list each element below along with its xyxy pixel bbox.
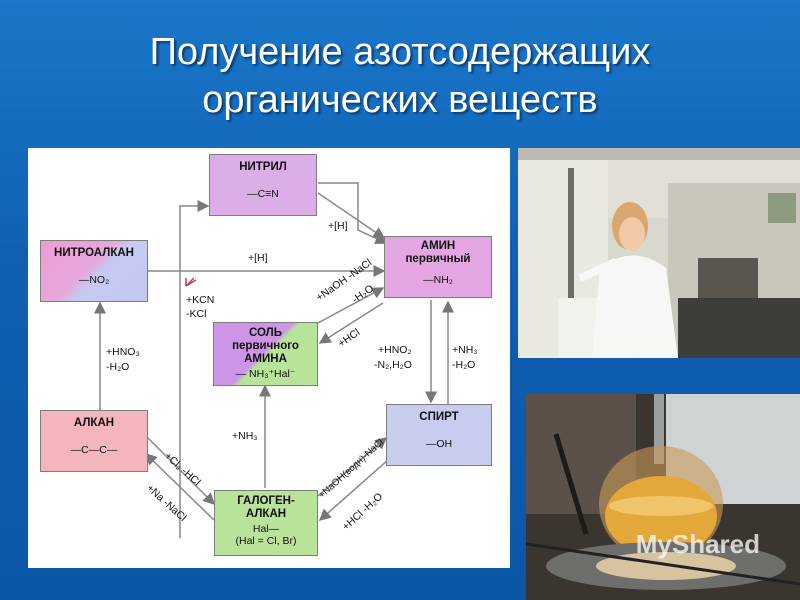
label-nh3-salt: +NH₃ [232, 430, 258, 442]
arrow-halo-to-alkane [144, 452, 215, 521]
amine-title: АМИН [420, 240, 456, 252]
salt-title-1: СОЛЬ [248, 327, 282, 339]
label-h-nitrile: +[H] [328, 220, 348, 232]
nitrile-box: НИТРИЛ —C≡N [209, 154, 317, 216]
amine-subtitle: первичный [405, 253, 471, 265]
hollow-arrow-icon [185, 277, 197, 287]
nitrile-formula: —C≡N [247, 188, 279, 200]
nitroalkane-box: НИТРОАЛКАН —NO₂ [40, 240, 148, 302]
alcohol-formula: —OH [425, 438, 453, 450]
salt-formula: — NH₃⁺Hal⁻ [235, 368, 296, 380]
title-line-1: Получение азотсодержащих [149, 31, 651, 73]
alcohol-title: СПИРТ [419, 411, 459, 423]
title-line-2: органических веществ [202, 79, 598, 121]
amine-formula: —NH₂ [423, 274, 453, 286]
label-nh3-alcohol: +NH₃ [452, 344, 478, 356]
label-hno2: +HNO₂ [378, 344, 412, 356]
arrow-alkane-to-halo [147, 437, 216, 506]
nitrile-title: НИТРИЛ [239, 161, 287, 173]
label-kcl: -KCl [186, 308, 207, 320]
label-h-nitro: +[H] [248, 252, 268, 264]
label-h2o-alcohol: -H₂O [452, 359, 476, 371]
arrow-halo-to-alcohol [317, 437, 388, 497]
lab-scene [518, 148, 800, 358]
arrow-nitrile-to-amine [318, 182, 388, 245]
nitroalkane-title: НИТРОАЛКАН [54, 247, 134, 259]
alkane-formula: —C—C— [70, 444, 118, 456]
arrow-alcohol-to-halo [318, 459, 389, 521]
round-bottom-flask-photo [526, 394, 800, 600]
salt-title-3: АМИНА [244, 353, 287, 365]
amine-salt-box: СОЛЬ первичного АМИНА — NH₃⁺Hal⁻ [213, 322, 318, 386]
alkane-box: АЛКАН —C—C— [40, 410, 148, 472]
arrow-salt-to-amine [317, 287, 385, 324]
halo-title-1: ГАЛОГЕН- [237, 495, 295, 507]
alcohol-box: СПИРТ —OH [386, 404, 492, 466]
flask-scene [526, 394, 800, 600]
arrow-amine-to-salt [318, 302, 384, 344]
lab-technician-photo [518, 148, 800, 358]
label-kcn: +KCN [186, 294, 215, 306]
label-h2o-nitration: -H₂O [106, 361, 130, 373]
amine-box: АМИН первичный —NH₂ [384, 236, 492, 298]
watermark: MyShared [635, 529, 760, 559]
halo-formula: Hal— [252, 523, 280, 535]
haloalkane-box: ГАЛОГЕН- АЛКАН Hal— (Hal = Cl, Br) [214, 490, 318, 556]
label-n2-h2o: -N₂,H₂O [374, 359, 412, 371]
halo-title-2: АЛКАН [245, 508, 287, 520]
arrow-nitrile-amine-diag [317, 192, 386, 239]
label-hno3: +HNO₃ [106, 346, 140, 358]
nitroalkane-formula: —NO₂ [78, 274, 110, 286]
diagram-arrows [94, 182, 454, 538]
alkane-title: АЛКАН [73, 417, 115, 429]
slide-title: Получение азотсодержащих органических ве… [0, 28, 800, 124]
reaction-diagram: НИТРИЛ —C≡N НИТРОАЛКАН —NO₂ АМИН первичн… [28, 148, 510, 568]
arrow-halo-to-nitrile [179, 200, 210, 538]
halo-note: (Hal = Cl, Br) [235, 535, 297, 547]
salt-title-2: первичного [232, 340, 299, 352]
